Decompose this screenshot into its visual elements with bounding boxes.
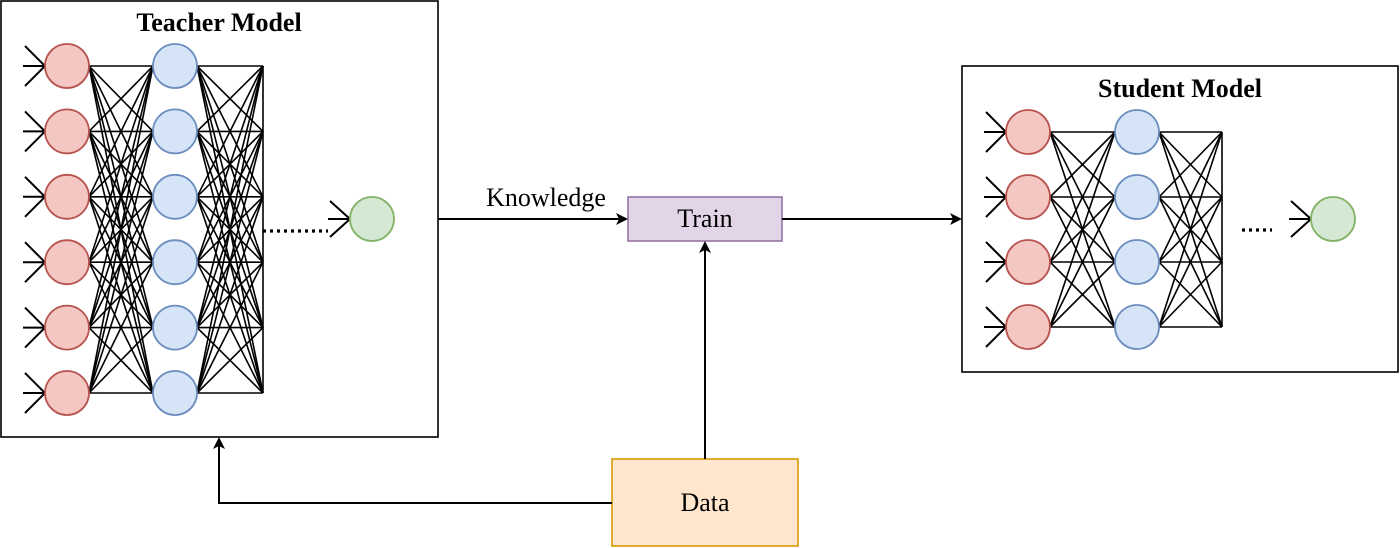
output-neuron: [1310, 196, 1356, 242]
train-label: Train: [677, 204, 732, 233]
connection: [88, 65, 154, 263]
connection: [1158, 131, 1223, 198]
input-neuron: [1005, 239, 1051, 285]
hidden-neuron: [152, 370, 198, 416]
connection: [1049, 131, 1116, 328]
connection: [196, 65, 264, 132]
hidden-neuron: [1114, 174, 1160, 220]
connection: [1158, 261, 1223, 328]
connection: [1049, 131, 1116, 263]
connection: [196, 65, 264, 328]
input-neuron: [1005, 174, 1051, 220]
student-model: Student Model: [961, 65, 1399, 373]
connection: [196, 65, 264, 394]
train-box: [627, 196, 783, 242]
connection: [88, 65, 154, 328]
student-model-title: Student Model: [1098, 74, 1262, 103]
connection: [1049, 261, 1116, 328]
data-label: Data: [680, 488, 730, 517]
knowledge-label: Knowledge: [486, 183, 606, 212]
connection: [88, 261, 154, 394]
hidden-neuron: [1114, 239, 1160, 285]
connection: [88, 65, 154, 394]
input-neuron: [44, 239, 90, 286]
connection: [88, 196, 154, 394]
input-neuron: [44, 173, 90, 220]
data-node: Data: [611, 458, 799, 547]
input-neuron: [44, 304, 90, 351]
teacher-model: Teacher Model: [0, 0, 439, 438]
hidden-neuron: [152, 43, 198, 89]
connection: [88, 131, 154, 394]
data-to-teacher-arrow: [213, 437, 612, 504]
connection: [1158, 131, 1223, 328]
connection: [1158, 196, 1223, 328]
connection: [196, 65, 264, 263]
teacher-connections: [23, 45, 352, 414]
connection: [196, 196, 264, 394]
connection: [196, 261, 264, 394]
teacher-model-title: Teacher Model: [136, 8, 301, 37]
hidden-neuron: [152, 108, 198, 155]
input-neuron: [1005, 304, 1051, 350]
hidden-neuron: [1114, 304, 1160, 350]
student-nodes: [1005, 109, 1356, 350]
connection: [88, 65, 154, 132]
connection: [196, 327, 264, 394]
student-connections: [984, 111, 1313, 348]
connection: [1049, 131, 1116, 198]
hidden-neuron: [152, 173, 198, 220]
connection: [88, 327, 154, 394]
hidden-neuron: [1114, 109, 1160, 155]
connection: [196, 131, 264, 394]
connection: [1049, 196, 1116, 328]
input-neuron: [44, 108, 90, 155]
train-node: Train: [627, 196, 783, 242]
input-neuron: [44, 43, 90, 89]
teacher-nodes: [44, 43, 395, 416]
connection: [196, 65, 264, 198]
input-neuron: [1005, 109, 1051, 155]
connection: [1158, 131, 1223, 263]
hidden-neuron: [152, 304, 198, 351]
hidden-neuron: [152, 239, 198, 286]
connection: [88, 65, 154, 198]
output-neuron: [349, 196, 395, 242]
input-neuron: [44, 370, 90, 416]
